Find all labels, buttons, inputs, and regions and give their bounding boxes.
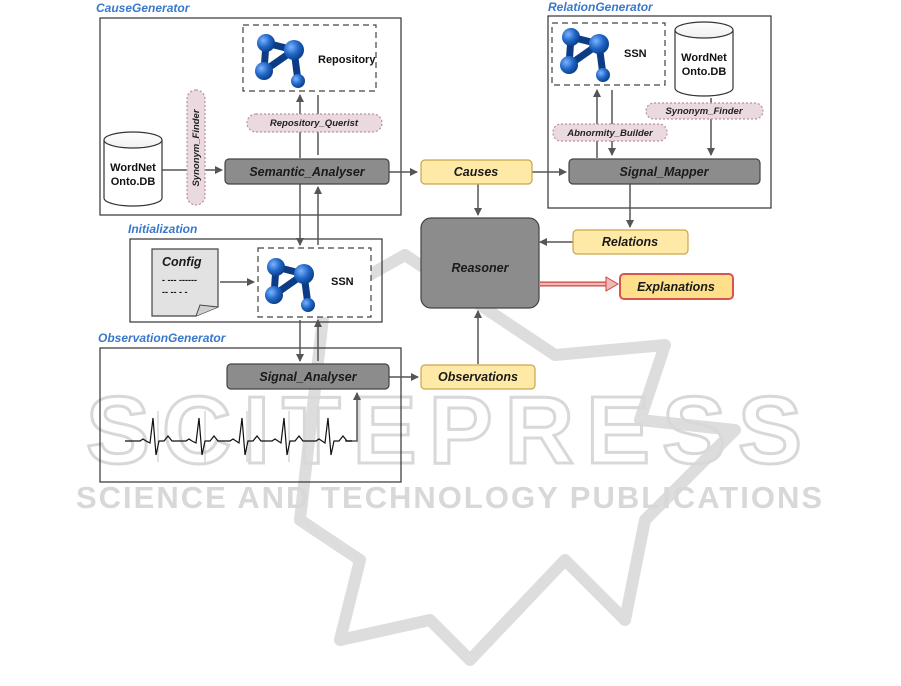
observation-generator-frame [99, 347, 402, 483]
relation-generator-label: RelationGenerator [548, 0, 654, 14]
signal-analyser-label: Signal_Analyser [259, 370, 357, 384]
relations-label: Relations [602, 235, 658, 249]
synonym-finder-cause-label: Synonym_Finder [191, 108, 202, 186]
wordnet-db-cause: WordNet Onto.DB [103, 131, 163, 207]
cause-generator-frame [99, 17, 402, 216]
signal-mapper-node: Signal_Mapper [568, 158, 761, 185]
config-document: Config - --- ------ -- -- - - [151, 248, 219, 317]
repository-querist-label: Repository_Querist [270, 118, 359, 129]
watermark-small: SCIENCE AND TECHNOLOGY PUBLICATIONS [76, 480, 824, 515]
relations-node: Relations [572, 229, 689, 255]
abnormity-builder-label: Abnormity_Builder [566, 128, 654, 139]
cause-generator-label: CauseGenerator [96, 1, 191, 15]
signal-mapper-label: Signal_Mapper [620, 165, 710, 179]
synonym-finder-cause-tag: Synonym_Finder [186, 89, 206, 206]
explanations-node: Explanations [619, 273, 734, 300]
ssn-init-label: SSN [331, 276, 354, 288]
causes-label: Causes [454, 165, 499, 179]
network-icon [560, 28, 610, 82]
config-title: Config [162, 255, 202, 269]
explanations-label: Explanations [637, 280, 715, 294]
config-line2: -- -- - - [162, 287, 187, 297]
synonym-finder-relation-tag: Synonym_Finder [645, 102, 764, 120]
semantic-analyser-node: Semantic_Analyser [224, 158, 390, 185]
wordnet-cause-line2: Onto.DB [111, 176, 156, 188]
initialization-frame [129, 238, 383, 323]
relation-generator-frame [547, 15, 772, 209]
watermark: SCITEPRESS SCIENCE AND TECHNOLOGY PUBLIC… [76, 249, 824, 666]
network-icon [265, 258, 315, 312]
abnormity-builder-tag: Abnormity_Builder [552, 123, 668, 142]
watermark-big: SCITEPRESS [86, 377, 814, 484]
wordnet-cause-line1: WordNet [110, 162, 156, 174]
semantic-analyser-label: Semantic_Analyser [249, 165, 365, 179]
observations-node: Observations [420, 364, 536, 390]
repository-label: Repository [318, 54, 376, 66]
observation-generator-label: ObservationGenerator [98, 331, 227, 345]
reasoner-node: Reasoner [420, 217, 540, 309]
wordnet-relation-line1: WordNet [681, 52, 727, 64]
config-line1: - --- ------ [162, 275, 197, 285]
causes-node: Causes [420, 159, 533, 185]
repository-querist-tag: Repository_Querist [246, 113, 383, 133]
ssn-relation-label: SSN [624, 48, 647, 60]
explanation-arrow [540, 276, 619, 292]
signal-analyser-node: Signal_Analyser [226, 363, 390, 390]
wordnet-db-relation: WordNet Onto.DB [674, 21, 734, 97]
watermark-swoosh [294, 249, 741, 666]
synonym-finder-relation-label: Synonym_Finder [665, 106, 743, 117]
wordnet-relation-line2: Onto.DB [682, 66, 727, 78]
reasoner-label: Reasoner [452, 261, 510, 275]
initialization-label: Initialization [128, 222, 197, 236]
observations-label: Observations [438, 370, 518, 384]
network-icon [255, 34, 305, 88]
ecg-signal [125, 411, 352, 462]
